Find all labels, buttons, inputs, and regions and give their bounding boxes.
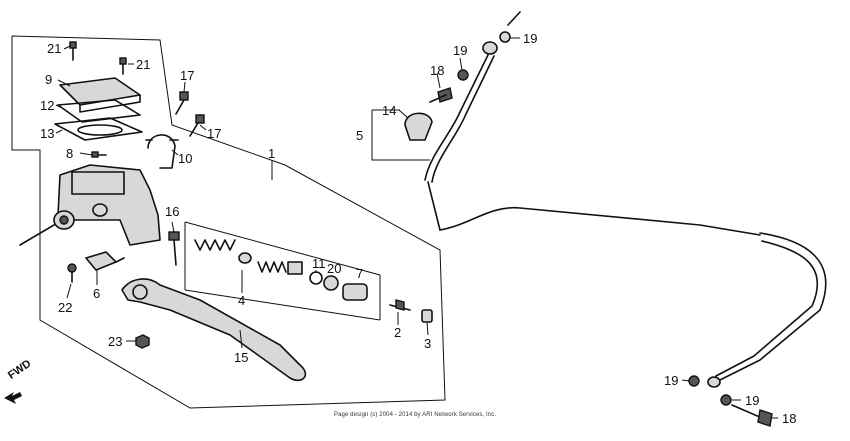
boot-20 [323, 275, 339, 291]
pivot-bolt-16 [168, 231, 180, 266]
washer-19b [499, 31, 511, 43]
diaphragm-13 [54, 117, 143, 141]
washer-19d [720, 394, 732, 406]
bracket-5 [371, 110, 430, 161]
callout-2: 2 [394, 325, 401, 340]
piston-7 [342, 283, 368, 301]
callout-13: 13 [40, 126, 54, 141]
piston-kit-box [184, 221, 381, 276]
hose-joint-14 [404, 112, 433, 141]
callout-20: 20 [327, 261, 341, 276]
screw-21a [69, 41, 77, 61]
nut-23 [135, 334, 150, 349]
banjo-bolt-18a [429, 87, 453, 103]
callout-16: 16 [165, 204, 179, 219]
clamp-10 [147, 134, 176, 169]
callout-22: 22 [58, 300, 72, 315]
callout-21a: 21 [47, 41, 61, 56]
callout-17a: 17 [180, 68, 194, 83]
lever-15 [121, 278, 307, 382]
callout-19d: 19 [745, 393, 759, 408]
copyright-footer: Page design (c) 2004 - 2014 by ARI Netwo… [334, 412, 497, 418]
callout-9: 9 [45, 72, 52, 87]
master-cylinder-body [57, 164, 161, 246]
screw-21b [119, 57, 127, 75]
callout-4: 4 [238, 293, 245, 308]
callout-23: 23 [108, 334, 122, 349]
callout-1: 1 [268, 146, 275, 161]
callout-17b: 17 [207, 126, 221, 141]
callout-11: 11 [312, 256, 326, 271]
callout-3: 3 [424, 336, 431, 351]
callout-6: 6 [93, 286, 100, 301]
callout-21b: 21 [136, 57, 150, 72]
screw-22 [67, 263, 77, 283]
screw-8 [91, 151, 107, 158]
switch-6 [85, 251, 125, 271]
callout-18b: 18 [782, 411, 796, 426]
callout-14: 14 [382, 103, 396, 118]
washer-19a [457, 69, 469, 81]
callout-19a: 19 [453, 43, 467, 58]
assembly-outline [11, 35, 446, 409]
cap-3 [421, 309, 433, 323]
spring-4 [194, 239, 303, 275]
bolt-17a [175, 91, 189, 115]
clutch-hose [424, 41, 827, 388]
callout-5: 5 [356, 128, 363, 143]
callout-12: 12 [40, 98, 54, 113]
callout-10: 10 [178, 151, 192, 166]
callout-19b: 19 [523, 31, 537, 46]
callout-8: 8 [66, 146, 73, 161]
callout-15: 15 [234, 350, 248, 365]
diaphragm-plate-12 [57, 99, 141, 123]
callout-7: 7 [356, 266, 363, 281]
callout-19c: 19 [664, 373, 678, 388]
banjo-bolt-18b [731, 404, 773, 427]
washer-19c [688, 375, 700, 387]
callout-18a: 18 [430, 63, 444, 78]
washer-11 [309, 271, 323, 285]
fwd-arrow-icon [4, 392, 22, 404]
bleeder-2 [389, 299, 411, 311]
bolt-17b [189, 114, 205, 137]
